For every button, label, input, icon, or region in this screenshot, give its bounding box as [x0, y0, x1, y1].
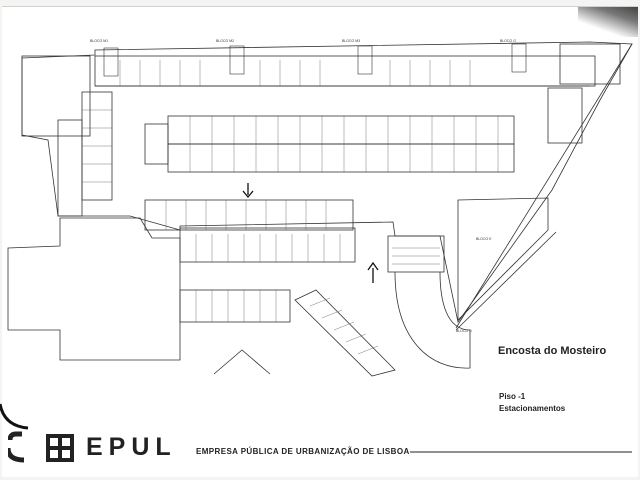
block-label-m2: BLOCO M2 [216, 39, 234, 43]
stair-core-g [511, 43, 527, 73]
bloco-e-area [457, 197, 549, 321]
left-block [21, 55, 91, 137]
south-parking-row [179, 289, 291, 323]
project-name: Encosta do Mosteiro [498, 345, 607, 357]
scan-corner-shadow [578, 7, 638, 37]
bloco-g-block [7, 217, 181, 361]
brand-name: EPUL [86, 433, 177, 461]
lower-parking-row [144, 199, 354, 231]
stair-core-m2 [229, 45, 245, 75]
arrow-up-icon [367, 261, 379, 283]
entrance-ramp [387, 235, 445, 273]
block-label-d: BLOCO D [456, 329, 472, 333]
floor-label: Piso -1 [499, 392, 526, 401]
ramp-strip [179, 227, 356, 263]
stair-core-m1 [103, 47, 119, 77]
company-name: EMPRESA PÚBLICA DE URBANIZAÇÃO DE LISBOA [196, 447, 410, 456]
block-label-m1: BLOCO M1 [90, 39, 108, 43]
building-outline [21, 41, 633, 323]
block-label-m3: BLOCO M3 [342, 39, 360, 43]
left-stair-block [57, 119, 83, 217]
frame-curve-left [0, 403, 29, 430]
right-wing-units [547, 87, 583, 144]
central-parking-end [144, 123, 169, 165]
arrow-down-icon [242, 183, 254, 199]
central-parking-row-bottom [167, 143, 515, 173]
floor-use: Estacionamentos [499, 404, 566, 413]
top-unit-band [94, 55, 596, 87]
bloco-d-curve [394, 271, 471, 369]
lower-roof [213, 349, 271, 375]
central-parking-row-top [167, 115, 515, 145]
stair-core-m3 [357, 45, 373, 75]
block-label-e: BLOCO E [476, 237, 492, 241]
block-label-g: BLOCO G [500, 39, 516, 43]
logo-area [5, 426, 638, 470]
epul-logo-icon [5, 431, 74, 463]
diagonal-parking [294, 289, 396, 377]
